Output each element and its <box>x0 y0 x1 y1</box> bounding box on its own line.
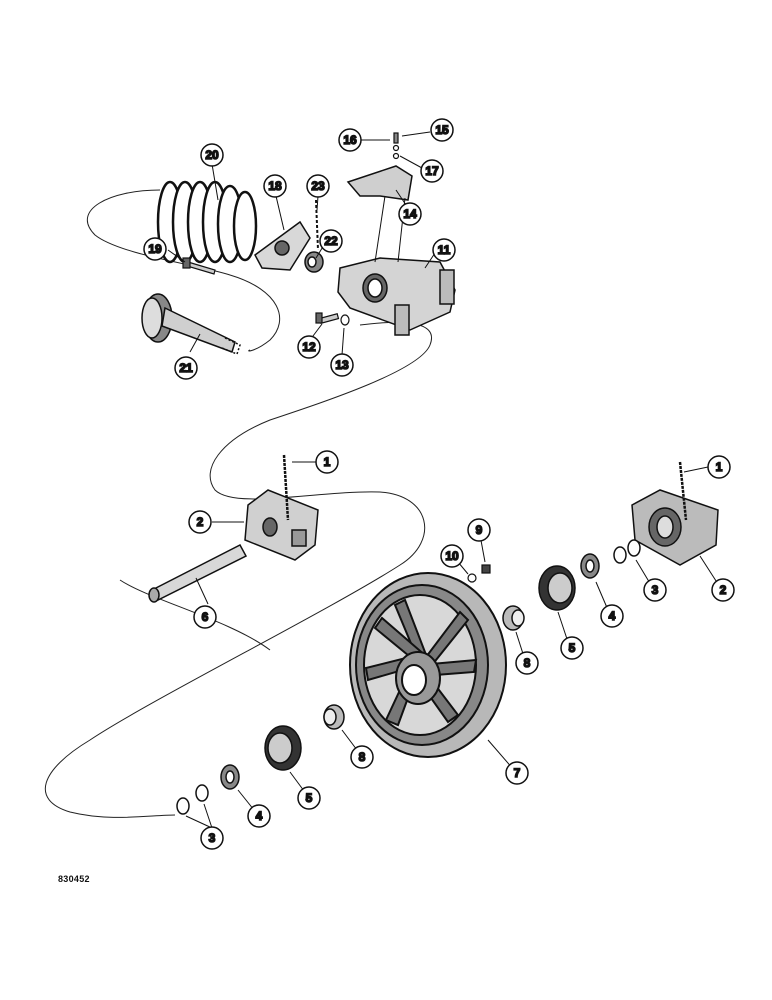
cotter-pin-23 <box>315 199 319 251</box>
svg-text:1: 1 <box>324 455 331 469</box>
callout-9: 9 <box>467 518 491 542</box>
plug-9 <box>481 564 491 574</box>
svg-text:5: 5 <box>569 641 576 655</box>
bearing-block-left <box>244 489 319 561</box>
callout-7: 7 <box>505 761 529 785</box>
ring-3-right-a <box>613 546 627 564</box>
svg-text:1: 1 <box>716 460 723 474</box>
washer-10 <box>467 573 477 583</box>
callout-8-right: 8 <box>515 651 539 675</box>
callout-20: 20 <box>200 143 224 167</box>
callout-21: 21 <box>174 356 198 380</box>
svg-text:9: 9 <box>476 523 483 537</box>
callout-3-right: 3 <box>643 578 667 602</box>
svg-text:17: 17 <box>425 164 439 178</box>
svg-text:23: 23 <box>311 179 325 193</box>
svg-text:5: 5 <box>306 791 313 805</box>
callout-18: 18 <box>263 174 287 198</box>
callout-3-left: 3 <box>200 826 224 850</box>
svg-text:2: 2 <box>197 515 204 529</box>
svg-text:4: 4 <box>256 809 263 823</box>
idler-wheel <box>349 572 507 758</box>
callout-10: 10 <box>440 544 464 568</box>
screw-15 <box>392 132 400 160</box>
left-seal-stack <box>176 704 345 815</box>
callout-15: 15 <box>430 118 454 142</box>
svg-text:12: 12 <box>302 340 316 354</box>
callouts: 1 1 2 2 3 3 4 4 5 5 6 7 8 8 9 10 11 12 1… <box>143 118 735 850</box>
svg-text:3: 3 <box>652 583 659 597</box>
callout-23: 23 <box>306 174 330 198</box>
callout-1-left: 1 <box>315 450 339 474</box>
bolt-12 <box>315 312 340 324</box>
washer-13 <box>340 314 350 326</box>
svg-text:2: 2 <box>720 583 727 597</box>
svg-text:19: 19 <box>148 242 162 256</box>
svg-text:4: 4 <box>609 609 616 623</box>
ring-3-left-b <box>176 797 190 815</box>
figure-code: 830452 <box>58 874 90 884</box>
callout-2-right: 2 <box>711 578 735 602</box>
callout-5-left: 5 <box>297 786 321 810</box>
spring-plate <box>254 220 311 271</box>
svg-text:8: 8 <box>524 656 531 670</box>
svg-text:14: 14 <box>403 207 417 221</box>
callout-13: 13 <box>330 353 354 377</box>
svg-text:18: 18 <box>268 179 282 193</box>
bolt-19 <box>182 257 216 275</box>
svg-text:11: 11 <box>438 243 451 257</box>
svg-text:6: 6 <box>202 610 209 624</box>
svg-text:20: 20 <box>205 148 219 162</box>
callout-4-left: 4 <box>247 804 271 828</box>
callout-6: 6 <box>193 605 217 629</box>
svg-text:8: 8 <box>359 750 366 764</box>
nut-22 <box>304 251 324 273</box>
callout-5-right: 5 <box>560 636 584 660</box>
svg-text:13: 13 <box>335 358 349 372</box>
svg-text:3: 3 <box>209 831 216 845</box>
callout-22: 22 <box>319 229 343 253</box>
pin-1-right <box>678 461 688 521</box>
svg-text:21: 21 <box>179 361 193 375</box>
callout-17: 17 <box>420 159 444 183</box>
callout-19: 19 <box>143 237 167 261</box>
recoil-spring <box>156 180 258 264</box>
svg-text:10: 10 <box>445 549 459 563</box>
idler-yoke <box>337 257 456 336</box>
callout-11: 11 <box>432 238 456 262</box>
svg-text:15: 15 <box>435 123 449 137</box>
svg-text:16: 16 <box>343 133 357 147</box>
ring-3-right-b <box>627 539 641 557</box>
idler-shaft <box>148 543 248 603</box>
callout-14: 14 <box>398 202 422 226</box>
svg-text:7: 7 <box>514 766 521 780</box>
ring-3-left-a <box>195 784 209 802</box>
callout-8-left: 8 <box>350 745 374 769</box>
callout-1-right: 1 <box>707 455 731 479</box>
callout-12: 12 <box>297 335 321 359</box>
spring-rod <box>141 293 241 355</box>
bearing-block-right <box>631 489 719 566</box>
callout-16: 16 <box>338 128 362 152</box>
right-seal-stack <box>502 539 641 631</box>
callout-4-right: 4 <box>600 604 624 628</box>
svg-text:22: 22 <box>324 234 338 248</box>
callout-2-left: 2 <box>188 510 212 534</box>
pin-1-left <box>282 454 290 521</box>
